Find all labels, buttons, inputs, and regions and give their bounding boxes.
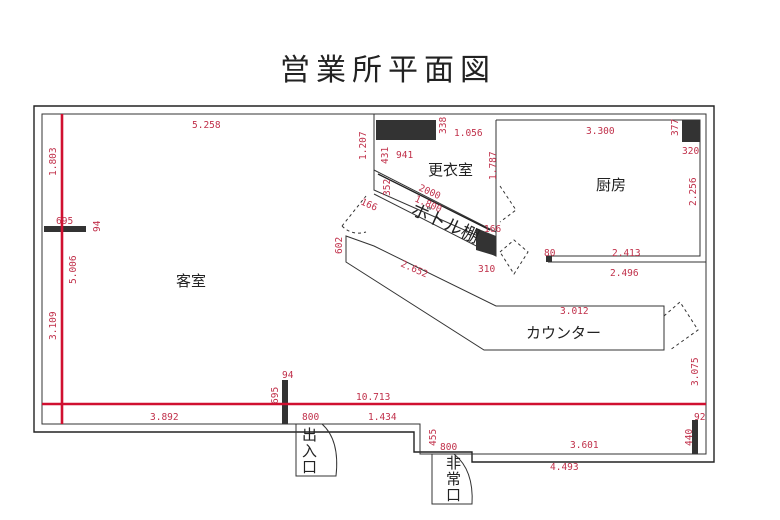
dim-label: 2.652 [399, 259, 430, 281]
dim-label: 4.493 [550, 462, 579, 473]
dim-label: 3.075 [690, 357, 701, 386]
room-kitchen-label: 厨房 [596, 176, 626, 194]
dim-label: 3.300 [586, 126, 615, 137]
entrance-label-2: 入 [302, 442, 317, 460]
dim-label: 320 [682, 146, 699, 157]
dim-label: 1.434 [368, 412, 397, 423]
dim-label: 5.258 [192, 120, 221, 131]
wall-block-4 [546, 256, 552, 262]
emergency-label-3: 口 [446, 486, 461, 504]
dim-label: 3.601 [570, 440, 599, 451]
dim-label: 1.787 [488, 151, 499, 180]
dim-label: 2.496 [610, 268, 639, 279]
inner-wall [41, 113, 707, 455]
dim-label: 1.056 [454, 128, 483, 139]
dim-label: 455 [428, 429, 439, 446]
door-swing-2 [499, 185, 517, 223]
entrance-label-1: 出 [302, 426, 317, 444]
dim-label: 2.256 [688, 177, 699, 206]
outer-wall [33, 105, 715, 463]
kitchen-wall [496, 119, 706, 263]
dim-label: 166 [359, 197, 379, 214]
wall-block-1 [44, 226, 86, 232]
wall-block-3 [692, 420, 698, 454]
dim-label: 3.109 [48, 311, 59, 340]
emergency-label-1: 非 [446, 454, 461, 472]
dim-label: 2.413 [612, 248, 641, 259]
dim-label: 352 [382, 179, 393, 196]
dim-label: 166 [484, 224, 501, 235]
dim-label: 941 [396, 150, 413, 161]
bottle-shelf-line [377, 173, 491, 231]
emergency-door [431, 453, 473, 505]
dim-label: 1.803 [48, 147, 59, 176]
dim-label: 377 [670, 119, 681, 136]
counter-label: カウンター [526, 324, 601, 342]
dim-label: 800 [302, 412, 319, 423]
wall-block-2 [282, 380, 288, 424]
dim-label: 3.012 [560, 306, 589, 317]
dim-label: 310 [478, 264, 495, 275]
page-title: 営業所平面図 [280, 53, 496, 88]
dim-label: 695 [56, 216, 73, 227]
dim-label: 94 [92, 220, 103, 232]
dim-label: 695 [270, 387, 281, 404]
counter-outline [345, 235, 665, 351]
room-guest-label: 客室 [176, 272, 206, 290]
door-swing-4 [663, 301, 699, 351]
dim-label: 80 [544, 248, 556, 259]
dim-label: 10.713 [356, 392, 390, 403]
dim-label: 5.006 [68, 255, 79, 284]
column-block-1 [376, 120, 436, 140]
changing-room-wall [373, 114, 497, 240]
door-swing-3 [499, 239, 529, 275]
dim-label: 3.892 [150, 412, 179, 423]
dim-label: 431 [380, 147, 391, 164]
dim-label: 440 [684, 429, 695, 446]
column-block-2 [682, 120, 700, 142]
emergency-label-2: 常 [446, 470, 461, 488]
dim-label: 338 [438, 117, 449, 134]
dim-label: 92 [694, 412, 705, 423]
column-block-3 [476, 228, 496, 256]
room-changing-label: 更衣室 [428, 161, 473, 179]
dim-label: 602 [334, 237, 345, 254]
entrance-label-3: 口 [302, 458, 317, 476]
door-swing-1 [341, 195, 367, 234]
dim-label: 800 [440, 442, 457, 453]
dim-label: 94 [282, 370, 294, 381]
dim-label: 1.207 [358, 131, 369, 160]
entrance-door [295, 423, 338, 477]
